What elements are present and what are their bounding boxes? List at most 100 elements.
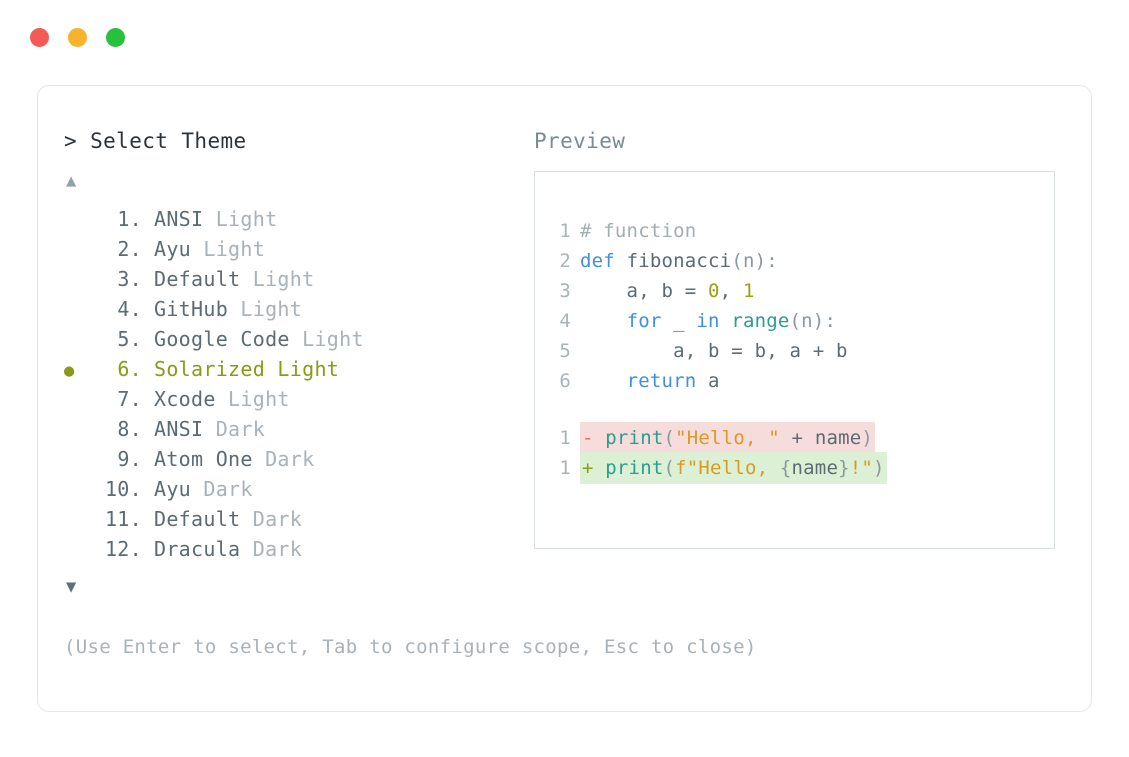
theme-item-name: Solarized: [154, 357, 266, 381]
code-token: [720, 310, 732, 332]
code-token: ): [861, 427, 874, 449]
code-token: "Hello, ": [675, 427, 780, 449]
code-token: a, b = b, a + b: [580, 340, 848, 362]
theme-item-number: 12.: [104, 537, 142, 561]
code-line: 1# function: [557, 216, 1054, 246]
code-token: in: [696, 310, 720, 332]
close-button[interactable]: [30, 28, 49, 47]
theme-item-name: GitHub: [154, 297, 229, 321]
minimize-button[interactable]: [68, 28, 87, 47]
code-token: return: [626, 370, 697, 392]
code-token: (: [663, 457, 676, 479]
theme-item-name: Ayu: [154, 237, 192, 261]
theme-item-variant: Dark: [252, 447, 315, 471]
theme-item-variant: Dark: [191, 477, 253, 501]
theme-item-number: 4.: [117, 297, 142, 321]
theme-item-name: Google Code: [154, 327, 290, 351]
maximize-button[interactable]: [106, 28, 125, 47]
theme-list-item[interactable]: 5.Google Code Light: [64, 324, 534, 354]
theme-item-variant: Dark: [240, 537, 303, 561]
code-token: 0: [708, 280, 720, 302]
line-number: 3: [559, 280, 571, 302]
theme-list-item[interactable]: 1. ANSI Light: [64, 204, 534, 234]
theme-item-number: 2.: [117, 237, 142, 261]
code-token: print: [605, 427, 664, 449]
theme-item-variant: Light: [289, 327, 364, 351]
theme-list-item[interactable]: 12. Dracula Dark: [64, 534, 534, 564]
code-token: 1: [742, 280, 755, 302]
line-number: 1: [559, 427, 571, 449]
window-traffic-lights: [30, 28, 125, 47]
code-token: (: [663, 427, 676, 449]
theme-item-name: ANSI: [154, 207, 204, 231]
theme-list-item[interactable]: 9. Atom One Dark: [64, 444, 534, 474]
code-token: [580, 370, 627, 392]
theme-item-name: Dracula: [154, 537, 241, 561]
theme-list-item[interactable]: 2. Ayu Light: [64, 234, 534, 264]
scroll-down-icon[interactable]: ▼: [66, 577, 77, 597]
theme-list-item[interactable]: 4. GitHub Light: [64, 294, 534, 324]
scroll-up-icon[interactable]: ▲: [66, 171, 77, 191]
code-token: fibonacci: [626, 250, 732, 272]
theme-list-item[interactable]: 10. Ayu Dark: [64, 474, 534, 504]
code-token: # function: [580, 220, 697, 242]
code-line: 4 for _ in range(n):: [557, 306, 1054, 336]
card-columns: > Select Theme ▲ 1. ANSI Light 2. Ayu Light…: [64, 128, 1061, 598]
theme-list-item[interactable]: ●6.Solarized Light: [64, 354, 534, 384]
code-token: name: [791, 457, 839, 479]
theme-item-variant: Light: [215, 387, 290, 411]
code-token: _: [661, 310, 697, 332]
page-title: > Select Theme: [64, 129, 247, 153]
code-line: 6 return a: [557, 366, 1054, 396]
theme-item-variant: Light: [240, 267, 315, 291]
theme-item-number: 3.: [117, 267, 142, 291]
theme-item-variant: Dark: [203, 417, 266, 441]
theme-item-variant: Light: [228, 297, 303, 321]
code-token: !": [849, 457, 874, 479]
diff-line-del: 1 - print("Hello, " + name): [557, 422, 1054, 454]
theme-item-number: 7.: [117, 387, 142, 411]
theme-item-number: 10.: [104, 477, 142, 501]
theme-item-number: 6.: [117, 357, 142, 381]
diff-spacer: [594, 457, 606, 479]
line-number: 6: [559, 370, 571, 392]
line-number: 1: [559, 457, 571, 479]
theme-list-item[interactable]: 11.Default Dark: [64, 504, 534, 534]
diff-sample: 1- print("Hello, " + name)1+ print(f"Hel…: [557, 422, 1054, 484]
code-token: +: [779, 427, 815, 449]
theme-item-name: Ayu: [154, 477, 192, 501]
theme-item-variant: Light: [203, 207, 278, 231]
theme-item-number: 8.: [117, 417, 142, 441]
theme-item-name: Default: [154, 507, 241, 531]
keyboard-help-text: (Use Enter to select, Tab to configure s…: [64, 636, 757, 658]
preview-title: Preview: [534, 129, 626, 153]
theme-list-item[interactable]: 7.Xcode Light: [64, 384, 534, 414]
code-token: ): [873, 457, 885, 479]
code-token: def: [580, 250, 627, 272]
theme-list-item[interactable]: 8. ANSI Dark: [64, 414, 534, 444]
code-token: ,: [719, 280, 743, 302]
theme-item-variant: Light: [191, 237, 266, 261]
theme-list-item[interactable]: 3.Default Light: [64, 264, 534, 294]
code-token: f"Hello,: [675, 457, 780, 479]
code-token: print: [605, 457, 664, 479]
line-number: 5: [559, 340, 571, 362]
theme-item-name: ANSI: [154, 417, 204, 441]
code-token: a, b =: [580, 280, 709, 302]
theme-item-variant: Light: [265, 357, 340, 381]
theme-item-number: 1.: [117, 207, 142, 231]
diff-marker: +: [582, 457, 594, 479]
code-token: (n):: [731, 250, 778, 272]
theme-item-number: 9.: [117, 447, 142, 471]
code-line: 2 def fibonacci(n):: [557, 246, 1054, 276]
code-token: {: [779, 457, 792, 479]
line-number: 2: [559, 250, 571, 272]
diff-highlight: - print("Hello, " + name): [580, 422, 876, 454]
theme-item-name: Atom One: [154, 447, 253, 471]
code-line: 3 a, b = 0, 1: [557, 276, 1054, 306]
code-token: }: [838, 457, 850, 479]
